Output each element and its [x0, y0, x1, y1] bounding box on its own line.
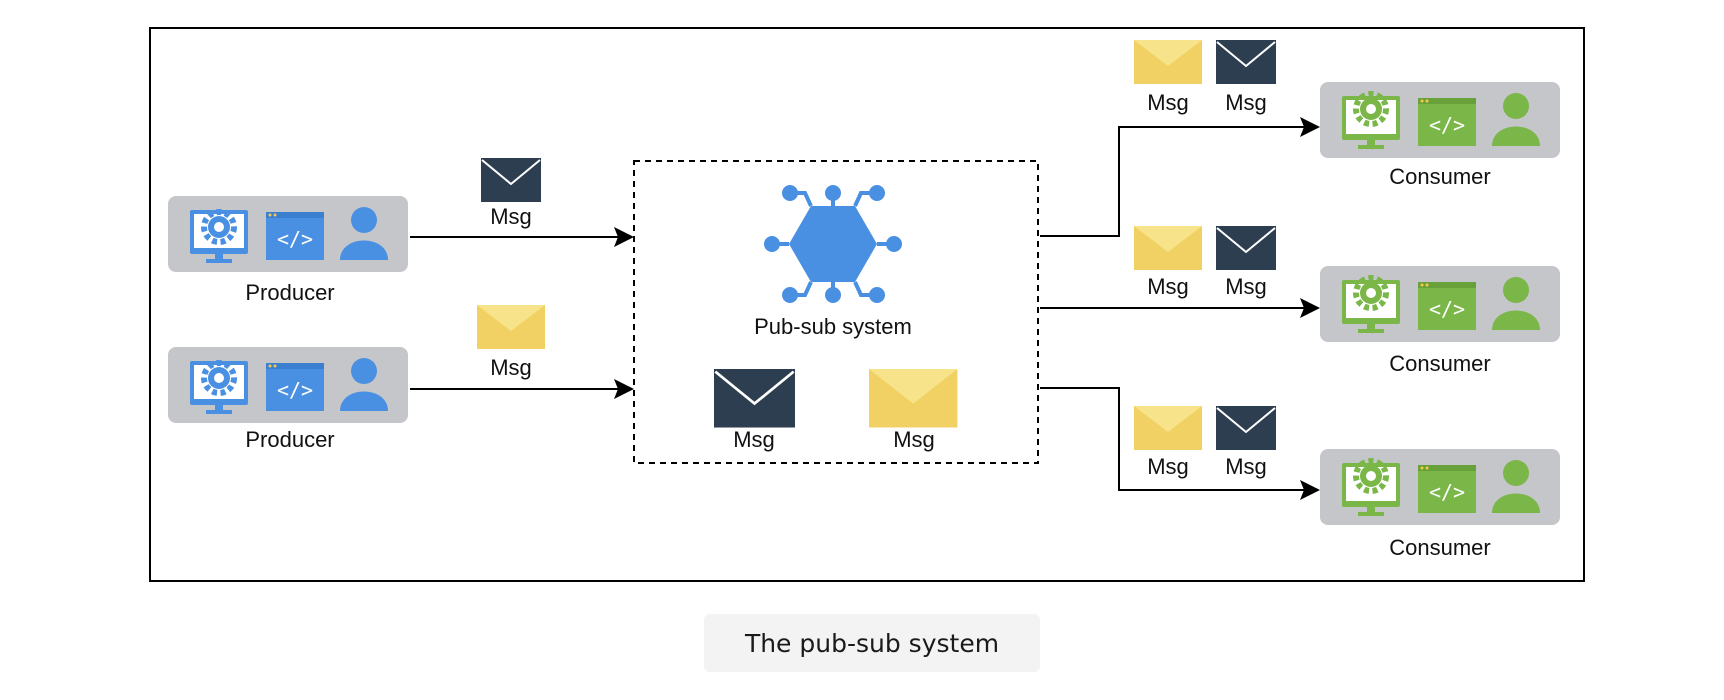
producer-1-envelope-dark-icon: [480, 157, 542, 203]
diagram-frame: [149, 27, 1585, 582]
consumer-3-envelope-dark-icon: [1215, 405, 1277, 451]
consumer-3-message-label: Msg: [1147, 454, 1189, 479]
pubsub-diagram: </> </>: [149, 27, 1585, 582]
producer-2-envelope-yellow-icon: [477, 305, 545, 349]
consumer-3-envelope-yellow-icon: [1134, 406, 1202, 450]
producer-2-message-label: Msg: [490, 355, 532, 380]
producer-2-panel: [168, 347, 408, 423]
consumer-2-panel: [1320, 266, 1560, 342]
queued-envelope-dark-icon: [712, 367, 797, 429]
queued-envelope-yellow-icon: [869, 369, 958, 428]
queued-message-label: Msg: [733, 427, 775, 452]
consumer-1-message-label: Msg: [1225, 90, 1267, 115]
consumer-1-envelope-yellow-icon: [1134, 40, 1202, 84]
pubsub-label: Pub-sub system: [754, 314, 912, 339]
pubsub-box: [633, 160, 1039, 464]
consumer-3-panel: [1320, 449, 1560, 525]
producer-1-label: Producer: [245, 280, 334, 305]
caption-box: The pub-sub system: [704, 614, 1040, 672]
consumer-1-panel: [1320, 82, 1560, 158]
consumer-1-envelope-dark-icon: [1215, 39, 1277, 85]
consumer-3-label: Consumer: [1389, 535, 1490, 560]
consumer-2-label: Consumer: [1389, 351, 1490, 376]
consumer-2-envelope-dark-icon: [1215, 225, 1277, 271]
producer-1-message-label: Msg: [490, 204, 532, 229]
producer-2-label: Producer: [245, 427, 334, 452]
consumer-2-message-label: Msg: [1225, 274, 1267, 299]
consumer-1-label: Consumer: [1389, 164, 1490, 189]
consumer-2-message-label: Msg: [1147, 274, 1189, 299]
consumer-1-message-label: Msg: [1147, 90, 1189, 115]
consumer-3-arrow: [1040, 387, 1320, 500]
producer-1-panel: [168, 196, 408, 272]
consumer-1-arrow: [1040, 117, 1320, 237]
hub-network-icon: [764, 185, 902, 303]
queued-message-label: Msg: [893, 427, 935, 452]
consumer-2-envelope-yellow-icon: [1134, 226, 1202, 270]
consumer-3-message-label: Msg: [1225, 454, 1267, 479]
caption-text: The pub-sub system: [744, 628, 1000, 658]
